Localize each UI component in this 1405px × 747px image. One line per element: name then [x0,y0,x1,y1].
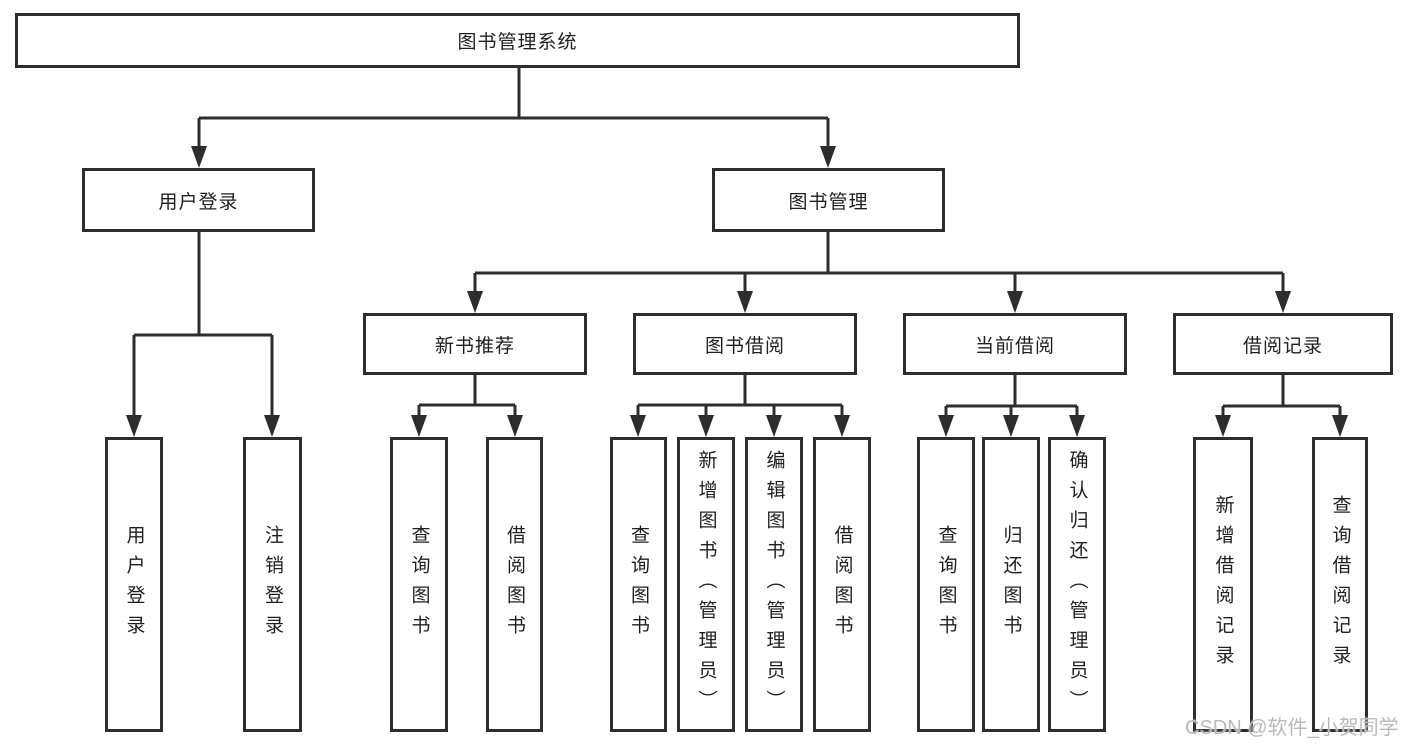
leaf-confirm-return-admin: 确认归还（管理员） [1048,437,1106,732]
node-root: 图书管理系统 [15,13,1020,68]
leaf-logout: 注销登录 [243,437,302,732]
leaf-recommend-query-books: 查询图书 [390,437,448,732]
arrowheads [126,146,1348,437]
leaf-return-books: 归还图书 [982,437,1040,732]
csdn-watermark: CSDN @软件_小贺同学 [1185,717,1399,739]
leaf-query-borrow-record: 查询借阅记录 [1312,437,1368,732]
node-book-borrowing: 图书借阅 [633,313,857,375]
leaf-edit-books-admin: 编辑图书（管理员） [745,437,803,732]
node-new-book-recommend: 新书推荐 [363,313,587,375]
leaf-user-login: 用户登录 [105,437,163,732]
leaf-add-borrow-record: 新增借阅记录 [1193,437,1253,732]
node-user-login: 用户登录 [82,168,315,232]
leaf-recommend-borrow-books: 借阅图书 [486,437,543,732]
node-current-borrowing: 当前借阅 [903,313,1127,375]
leaf-add-books-admin: 新增图书（管理员） [677,437,735,732]
leaf-borrowing-query-books: 查询图书 [610,437,667,732]
leaf-current-query-books: 查询图书 [917,437,975,732]
leaf-borrowing-borrow-books: 借阅图书 [813,437,871,732]
node-book-management: 图书管理 [712,168,945,232]
node-borrow-records: 借阅记录 [1173,313,1393,375]
